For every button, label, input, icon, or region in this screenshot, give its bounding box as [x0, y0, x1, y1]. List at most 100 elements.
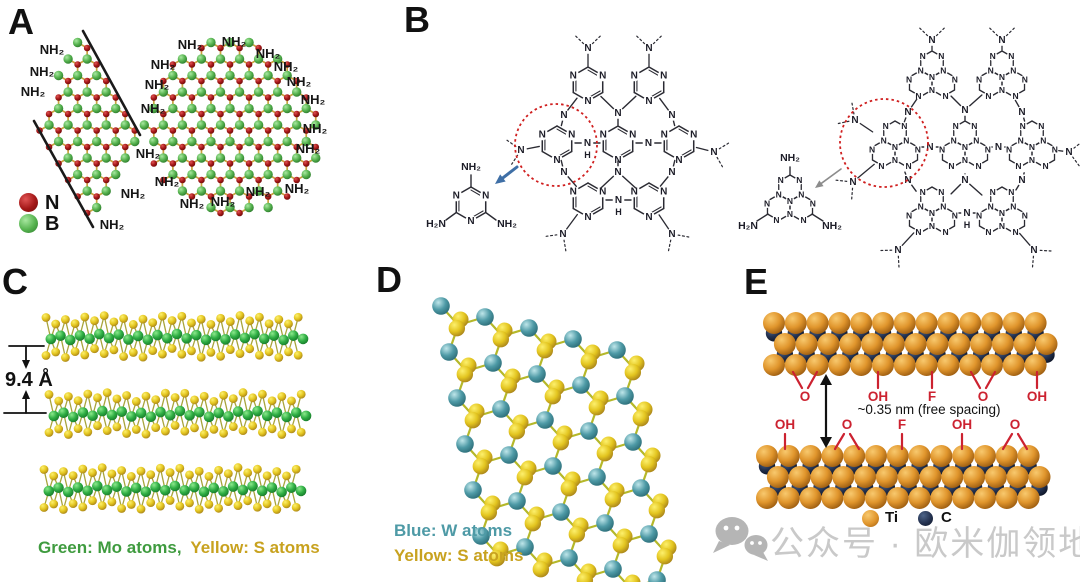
svg-text:N: N: [1020, 121, 1026, 131]
svg-text:N: N: [1022, 211, 1028, 221]
svg-text:N: N: [645, 212, 652, 223]
svg-text:N: N: [645, 96, 652, 107]
svg-text:N: N: [710, 147, 717, 158]
svg-text:N: N: [631, 187, 638, 198]
svg-text:N: N: [929, 85, 935, 95]
svg-text:N: N: [883, 121, 889, 131]
panel-b-label: B: [404, 0, 430, 40]
svg-text:NH₂: NH₂: [178, 37, 203, 52]
svg-text:OH: OH: [1027, 389, 1047, 404]
svg-text:N: N: [615, 195, 622, 206]
svg-text:N: N: [787, 209, 793, 219]
svg-text:N: N: [990, 187, 996, 197]
panel-d-art: [432, 297, 677, 582]
svg-text:N: N: [660, 187, 667, 198]
svg-text:N: N: [675, 155, 682, 166]
svg-text:N: N: [905, 161, 911, 171]
svg-text:N: N: [952, 75, 958, 85]
svg-text:OH: OH: [952, 417, 972, 432]
panel-c-art: [3, 311, 312, 514]
panel-b-art: NNNNNNNNNNNNNNNNNNNNNNNNNNNNHNNHNNNNNNNN…: [426, 27, 1080, 268]
svg-text:N: N: [869, 145, 875, 155]
svg-text:N: N: [929, 221, 935, 231]
svg-text:NH₂: NH₂: [180, 196, 205, 211]
svg-text:NH₂: NH₂: [222, 34, 247, 49]
svg-text:N: N: [1029, 142, 1035, 152]
svg-text:N: N: [915, 227, 921, 237]
svg-text:N: N: [976, 211, 982, 221]
svg-text:NH₂: NH₂: [136, 146, 161, 161]
svg-text:N: N: [778, 175, 784, 185]
svg-text:N: N: [938, 187, 944, 197]
svg-text:N: N: [1065, 147, 1072, 158]
svg-text:F: F: [898, 417, 906, 432]
svg-text:NH₂: NH₂: [155, 174, 180, 189]
n-atom-legend-label: N: [45, 192, 60, 214]
svg-text:NH₂: NH₂: [285, 181, 310, 196]
svg-text:N: N: [971, 121, 977, 131]
panel-c-label: C: [2, 261, 28, 302]
svg-text:NH₂: NH₂: [461, 161, 481, 173]
svg-text:N: N: [539, 130, 546, 141]
svg-text:N: N: [894, 245, 901, 256]
svg-text:N: N: [942, 227, 948, 237]
svg-text:N: N: [584, 212, 591, 223]
svg-text:NH₂: NH₂: [274, 59, 299, 74]
svg-text:H: H: [584, 150, 591, 160]
svg-text:NH₂: NH₂: [303, 121, 328, 136]
svg-text:N: N: [773, 215, 779, 225]
svg-text:NH₂: NH₂: [246, 184, 271, 199]
svg-text:N: N: [985, 145, 991, 155]
svg-text:NH₂: NH₂: [141, 101, 166, 116]
svg-text:N: N: [951, 136, 957, 146]
svg-text:N: N: [940, 202, 946, 212]
svg-text:NH₂: NH₂: [301, 92, 326, 107]
svg-text:N: N: [800, 215, 806, 225]
svg-text:O: O: [800, 389, 811, 404]
svg-text:NH₂: NH₂: [296, 141, 321, 156]
svg-text:N: N: [584, 96, 591, 107]
mo-caption: Green: Mo atoms,: [38, 538, 182, 557]
svg-text:NH₂: NH₂: [30, 64, 55, 79]
svg-text:N: N: [467, 216, 474, 227]
svg-text:N: N: [973, 136, 979, 146]
svg-text:N: N: [776, 190, 782, 200]
svg-text:N: N: [1030, 245, 1037, 256]
svg-text:O: O: [1010, 417, 1021, 432]
svg-text:N: N: [942, 91, 948, 101]
svg-text:N: N: [1012, 91, 1018, 101]
svg-text:N: N: [568, 130, 575, 141]
panel-d-label: D: [376, 259, 402, 300]
svg-text:N: N: [798, 190, 804, 200]
svg-text:N: N: [1012, 227, 1018, 237]
svg-text:N: N: [553, 155, 560, 166]
svg-text:N: N: [878, 161, 884, 171]
svg-text:N: N: [928, 35, 935, 46]
svg-text:N: N: [787, 196, 793, 206]
svg-text:N: N: [1040, 136, 1046, 146]
svg-text:N: N: [668, 110, 675, 121]
ti-legend-label: Ti: [885, 509, 899, 526]
svg-text:NH₂: NH₂: [497, 218, 517, 230]
svg-text:N: N: [920, 51, 926, 61]
svg-text:N: N: [599, 187, 606, 198]
c-legend-label: C: [941, 509, 952, 526]
svg-text:N: N: [892, 142, 898, 152]
svg-text:NH₂: NH₂: [780, 152, 800, 164]
svg-text:N: N: [1015, 161, 1021, 171]
svg-text:N: N: [629, 130, 636, 141]
svg-text:N: N: [1010, 202, 1016, 212]
svg-text:N: N: [904, 107, 911, 118]
svg-text:NH₂: NH₂: [21, 84, 46, 99]
svg-text:N: N: [631, 71, 638, 82]
svg-text:H₂N: H₂N: [738, 220, 758, 232]
svg-text:N: N: [645, 138, 652, 149]
svg-text:O: O: [978, 389, 989, 404]
svg-text:NH₂: NH₂: [822, 220, 842, 232]
svg-text:N: N: [668, 229, 675, 240]
svg-text:N: N: [985, 91, 991, 101]
svg-text:N: N: [918, 66, 924, 76]
